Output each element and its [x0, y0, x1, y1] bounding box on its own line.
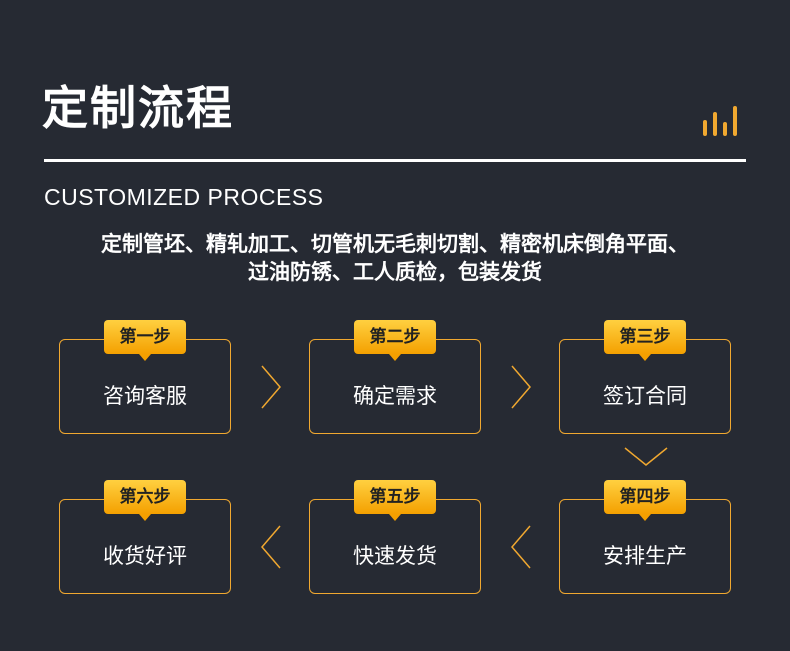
step-label-3: 签订合同 — [603, 384, 687, 408]
bar-chart-icon — [703, 106, 737, 136]
step-card-4: 第四步 安排生产 — [559, 480, 731, 594]
step-card-3: 第三步 签订合同 — [559, 320, 731, 434]
step-label-1: 咨询客服 — [103, 384, 187, 408]
step-label-5: 快速发货 — [353, 544, 437, 568]
chevron-left-icon — [261, 525, 281, 569]
page-title: 定制流程 — [42, 81, 234, 135]
step-badge-4: 第四步 — [604, 480, 686, 521]
step-card-5: 第五步 快速发货 — [309, 480, 481, 594]
chevron-down-icon — [624, 447, 668, 466]
step-badge-2: 第二步 — [354, 320, 436, 361]
step-label-6: 收货好评 — [103, 544, 187, 568]
step-label-4: 安排生产 — [603, 544, 687, 568]
chevron-right-icon — [511, 365, 531, 409]
process-description: 定制管坯、精轧加工、切管机无毛刺切割、精密机床倒角平面、 过油防锈、工人质检，包… — [30, 230, 760, 286]
header-divider — [44, 159, 746, 162]
step-badge-1: 第一步 — [104, 320, 186, 361]
chevron-left-icon — [511, 525, 531, 569]
description-line-2: 过油防锈、工人质检，包装发货 — [248, 260, 542, 284]
step-badge-3: 第三步 — [604, 320, 686, 361]
step-label-2: 确定需求 — [353, 384, 437, 408]
step-card-2: 第二步 确定需求 — [309, 320, 481, 434]
step-card-6: 第六步 收货好评 — [59, 480, 231, 594]
page-subtitle: CUSTOMIZED PROCESS — [44, 184, 324, 210]
description-line-1: 定制管坯、精轧加工、切管机无毛刺切割、精密机床倒角平面、 — [101, 232, 689, 256]
step-card-1: 第一步 咨询客服 — [59, 320, 231, 434]
step-badge-5: 第五步 — [354, 480, 436, 521]
step-badge-6: 第六步 — [104, 480, 186, 521]
chevron-right-icon — [261, 365, 281, 409]
